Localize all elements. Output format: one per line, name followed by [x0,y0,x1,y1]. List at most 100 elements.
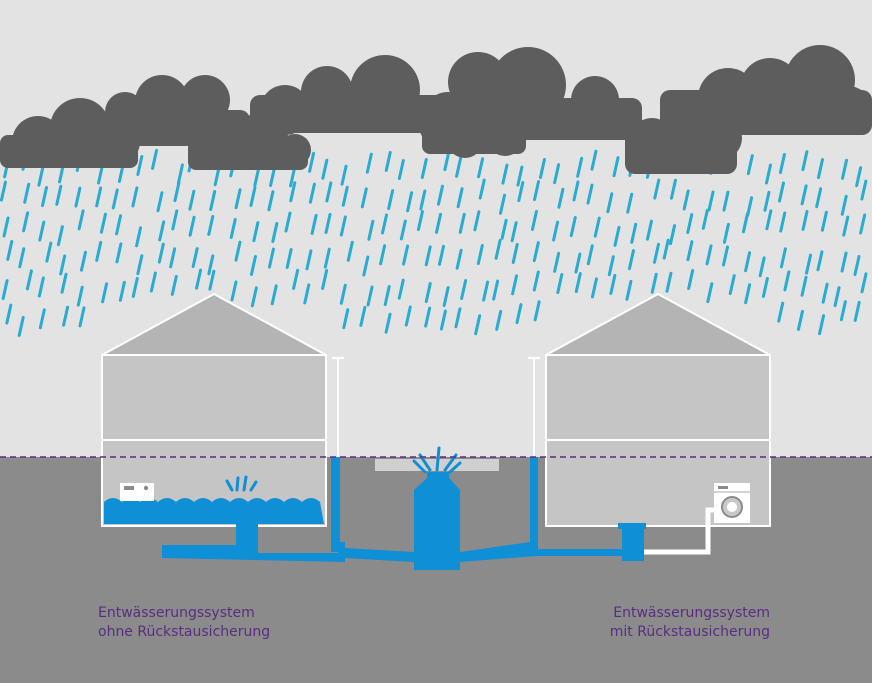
raindrop-icon [38,308,46,330]
raindrop-icon [818,314,826,336]
raindrop-icon [366,285,374,307]
raindrop-icon [721,245,729,267]
raindrop-icon [234,240,242,262]
raindrop-icon [477,157,485,179]
raindrop-icon [384,312,392,334]
raindrop-icon [424,306,432,328]
raindrop-icon [860,272,868,294]
raindrop-icon [686,240,694,262]
raindrop-icon [234,188,242,210]
raindrop-icon [706,282,714,304]
raindrop-icon [270,284,278,306]
raindrop-icon [552,220,560,242]
raindrop-icon [630,222,638,244]
backflow-valve-icon [618,523,646,561]
raindrop-icon [609,273,617,295]
raindrop-icon [208,269,216,291]
raindrop-icon [722,222,730,244]
caption-left-line1: Entwässerungssystem [98,605,255,621]
raindrop-icon [397,278,405,300]
raindrop-icon [686,213,694,235]
raindrop-icon [76,285,84,307]
raindrop-icon [339,283,347,305]
raindrop-icon [284,211,292,233]
raindrop-icon [744,251,752,273]
raindrop-icon [435,212,443,234]
raindrop-icon [532,241,540,263]
cloud-icon [0,45,872,174]
machine-drain-pipe [644,507,716,555]
raindrop-icon [45,241,53,263]
house-without-backflow-protection [101,292,327,554]
raindrop-icon [574,272,582,294]
raindrop-icon [406,191,414,213]
raindrop-icon [833,286,841,308]
raindrop-icon [455,248,463,270]
raindrop-icon [842,215,850,237]
raindrop-icon [569,216,577,238]
raindrop-icon [533,180,541,202]
washing-machine-icon [120,483,154,501]
raindrop-icon [367,219,375,241]
raindrop-icon [346,240,354,262]
raindrop-icon [839,300,847,322]
raindrop-icon [308,182,316,204]
raindrop-icon [111,188,119,210]
washing-machine-icon [714,483,750,523]
caption-with-protection: Entwässerungssystem mit Rückstausicherun… [610,604,770,642]
raindrop-icon [627,249,635,271]
raindrop-icon [5,303,13,325]
raindrop-icon [779,247,787,269]
raindrop-icon [741,212,749,234]
sewer-pipes [162,457,622,562]
raindrop-icon [722,190,730,212]
raindrop-icon [136,254,144,276]
raindrop-icon [191,247,199,269]
raindrop-icon [662,238,670,260]
raindrop-icon [765,209,773,231]
raindrop-icon [420,157,428,179]
manhole [375,446,499,570]
raindrop-icon [442,286,450,308]
raindrop-icon [424,245,432,267]
raindrop-icon [60,272,68,294]
raindrop-icon [384,150,392,172]
manhole-shaft-icon [414,472,460,570]
raindrop-icon [474,314,482,336]
raindrop-icon [359,305,367,327]
raindrop-icon [495,309,503,331]
raindrop-icon [607,255,615,277]
raindrop-icon [149,271,157,293]
raindrop-icon [460,279,468,301]
raindrop-icon [321,268,329,290]
raindrop-icon [321,158,329,180]
raindrop-icon [764,163,772,185]
raindrop-icon [176,163,184,185]
raindrop-icon [801,150,809,172]
raindrop-icon [360,187,368,209]
raindrop-icon [816,250,824,272]
raindrop-icon [763,190,771,212]
raindrop-icon [820,210,828,232]
raindrop-icon [482,280,490,302]
raindrop-icon [590,149,598,171]
raindrop-icon [473,210,481,232]
raindrop-icon [556,273,564,295]
raindrop-icon [207,214,215,236]
raindrop-icon [669,224,677,246]
raindrop-icon [249,185,257,207]
raindrop-icon [761,276,769,298]
downpipes [332,357,540,457]
raindrop-icon [267,247,275,269]
raindrop-icon [778,153,786,175]
raindrop-icon [800,184,808,206]
raindrop-icon [37,276,45,298]
caption-without-protection: Entwässerungssystem ohne Rückstausicheru… [98,604,270,642]
raindrop-icon [310,213,318,235]
raindrop-icon [478,178,486,200]
raindrop-icon [652,242,660,264]
raindrop-icon [439,309,447,331]
raindrop-icon [79,250,87,272]
raindrop-icon [188,215,196,237]
